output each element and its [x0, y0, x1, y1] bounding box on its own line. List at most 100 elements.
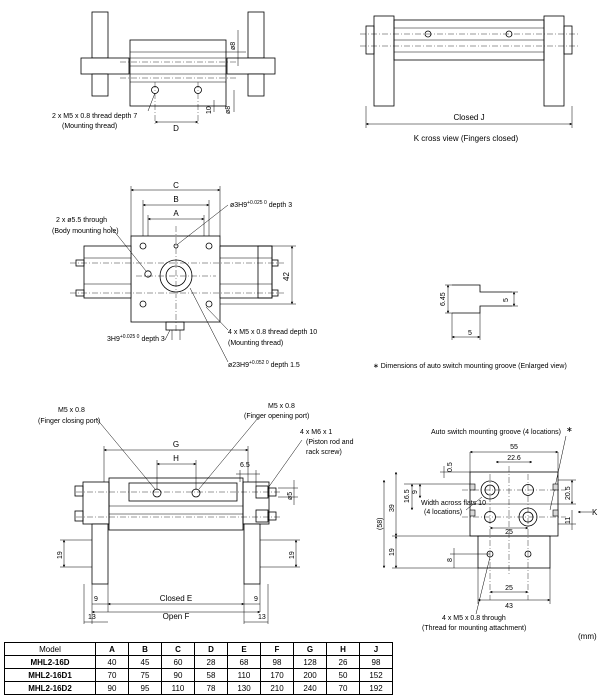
groove-profile: [452, 284, 512, 314]
k-finger-left: [373, 15, 395, 107]
width-across-1: Width across flats 10: [421, 500, 486, 507]
closing-port-callout-2: (Finger closing port): [38, 418, 100, 425]
dim-22.6: 22.6: [507, 455, 521, 462]
k-finger-right: [543, 15, 565, 107]
closing-port: [152, 488, 162, 498]
cell: 128: [293, 655, 327, 669]
cell: 45: [128, 655, 162, 669]
header-B: B: [128, 642, 162, 656]
cell: 68: [227, 655, 261, 669]
dim-43: 43: [505, 603, 513, 610]
dim-6.45: 6.45: [440, 292, 447, 306]
dim-25-inner: 25: [505, 529, 513, 536]
header-E: E: [227, 642, 261, 656]
cell: 40: [95, 655, 129, 669]
dim-D: D: [173, 124, 179, 133]
through-hole-callout-1: 2 x ø5.5 through: [56, 217, 107, 224]
header-H: H: [326, 642, 360, 656]
groove-star: ∗: [566, 425, 573, 434]
cell: 70: [326, 681, 360, 695]
plate-hole-tr: [205, 242, 213, 250]
right-finger-upper: [247, 11, 265, 59]
dim-19: 19: [389, 548, 396, 556]
through-hole: [144, 270, 152, 278]
cell: 95: [128, 681, 162, 695]
dim-0.5: 0.5: [447, 462, 454, 472]
dim-G: G: [173, 440, 179, 449]
header-D: D: [194, 642, 228, 656]
cell: 110: [227, 668, 261, 682]
dim-d8-bot: ø8: [225, 106, 232, 114]
header-model: Model: [4, 642, 96, 656]
header-F: F: [260, 642, 294, 656]
through-hole-callout-2: (Body mounting hole): [52, 228, 119, 235]
spec-table-header: Model A B C D E F G H J: [4, 642, 393, 656]
m4-callout-1: 4 x M5 x 0.8 thread depth 10: [228, 329, 317, 336]
dim-9-right: 9: [254, 596, 258, 603]
cell: 110: [161, 681, 195, 695]
callout-thread-line2: (Mounting thread): [62, 123, 117, 130]
dim-A: A: [173, 209, 179, 218]
dim-13-left: 13: [88, 614, 96, 621]
header-C: C: [161, 642, 195, 656]
plate-hole-br: [205, 300, 213, 308]
plate-hole-tl: [139, 242, 147, 250]
cell: 192: [359, 681, 393, 695]
width-across-2: (4 locations): [424, 509, 462, 516]
dim-25-bottom: 25: [505, 585, 513, 592]
left-finger-upper: [91, 11, 109, 59]
k-view-caption: K cross view (Fingers closed): [414, 134, 519, 143]
spec-table: Model A B C D E F G H J MHL2-16D 40 45 6…: [4, 642, 393, 695]
left-finger-lower: [91, 73, 109, 97]
opening-port: [191, 488, 201, 498]
dim-5-v: 5: [503, 298, 510, 302]
dim-d8-top: ø8: [230, 42, 237, 50]
dim-9: 9: [412, 490, 419, 494]
dim-10: 10: [206, 106, 213, 114]
screw-callout-1: 4 x M6 x 1: [300, 429, 332, 436]
table-row: MHL2-16D 40 45 60 28 68 98 128 26 98: [4, 655, 393, 669]
cell: 70: [95, 668, 129, 682]
mount-callout-2: (Thread for mounting attachment): [422, 625, 526, 632]
middle-right-view: 6.45 5 5 ∗ Dimensions of auto switch mou…: [373, 284, 567, 370]
finger-right-bottom: [243, 523, 261, 585]
closing-port-callout-1: M5 x 0.8: [58, 407, 85, 414]
dim-55: 55: [510, 444, 518, 451]
cell: 98: [359, 655, 393, 669]
dim-58: (58): [377, 518, 384, 530]
cell: 152: [359, 668, 393, 682]
bottom-body: [108, 477, 244, 531]
cell: 240: [293, 681, 327, 695]
cell: 78: [194, 681, 228, 695]
left-finger-mid: [80, 57, 130, 75]
cell: 58: [194, 668, 228, 682]
cell: 170: [260, 668, 294, 682]
cell: 26: [326, 655, 360, 669]
dim-C: C: [173, 181, 179, 190]
header-G: G: [293, 642, 327, 656]
dim-42: 42: [282, 272, 291, 281]
bottom-left-view: G H 6.5 ø5: [38, 403, 354, 624]
cell: 200: [293, 668, 327, 682]
dim-8: 8: [447, 558, 454, 562]
cell: 210: [260, 681, 294, 695]
cell: 90: [161, 668, 195, 682]
cell: 130: [227, 681, 261, 695]
top-left-view: D ø8 10 ø8 2 x M5 x 0.8 thread depth 7 (…: [52, 11, 276, 133]
groove-caption: ∗ Dimensions of auto switch mounting gro…: [373, 363, 567, 370]
middle-left-view: C B A: [52, 181, 317, 369]
top-right-view: Closed J K cross view (Fingers closed): [360, 15, 578, 143]
dim-19-left: 19: [57, 551, 64, 559]
dim-16.5: 16.5: [404, 489, 411, 503]
opening-port-callout-1: M5 x 0.8: [268, 403, 295, 410]
dim-39: 39: [389, 504, 396, 512]
cell: 50: [326, 668, 360, 682]
dim-open-F: Open F: [163, 612, 190, 621]
dim-closed-E: Closed E: [160, 594, 192, 603]
table-row: MHL2-16D1 70 75 90 58 110 170 200 50 152: [4, 668, 393, 682]
body-outline: [129, 39, 227, 107]
cell: 28: [194, 655, 228, 669]
cell: 90: [95, 681, 129, 695]
